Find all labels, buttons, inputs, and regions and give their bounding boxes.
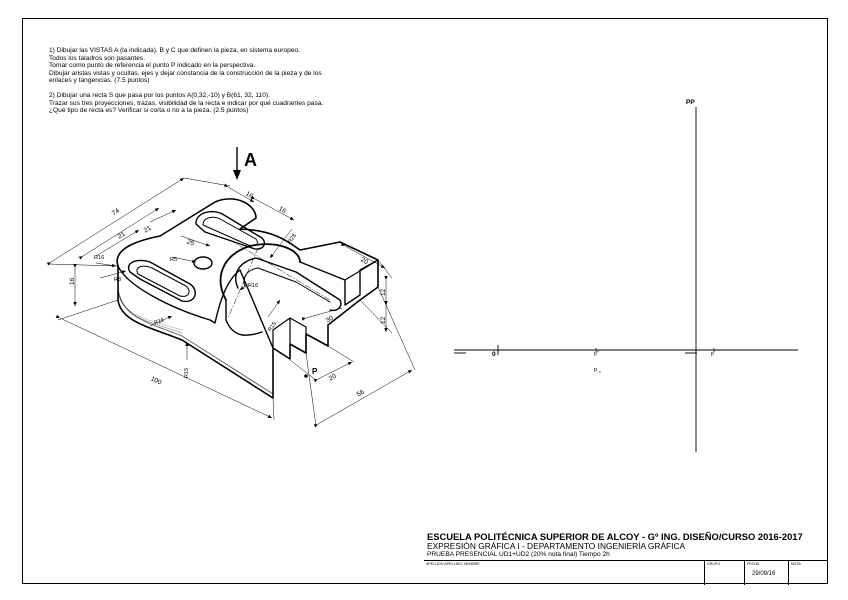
dim-r5: R5 bbox=[170, 257, 177, 263]
dimension-texts: 74 21 21 16 16 25 R28 R16 R8 R5 R16 20 1… bbox=[69, 190, 387, 398]
q1-line-3: Tomar como punto de referencia el punto … bbox=[49, 62, 256, 70]
p-h-label: p'' bbox=[594, 351, 599, 357]
view-a-label: A bbox=[244, 150, 257, 170]
q2-line-3: ¿Qué tipo de recta es? Verificar si cort… bbox=[49, 107, 249, 115]
school-title: ESCUELA POLITÉCNICA SUPERIOR DE ALCOY - … bbox=[427, 531, 803, 542]
dim-56: 56 bbox=[356, 389, 366, 399]
dim-21-a: 21 bbox=[143, 224, 153, 234]
dim-100: 100 bbox=[149, 375, 162, 386]
view-a-indicator: A bbox=[233, 147, 257, 180]
dimension-lines bbox=[46, 177, 416, 428]
boss-r28 bbox=[219, 243, 301, 301]
origin-label: 0 bbox=[492, 351, 496, 358]
dim-r8: R8 bbox=[114, 277, 121, 283]
name-field[interactable]: APELLIDO APELLIDO, NOMBRE bbox=[424, 561, 704, 585]
dim-74: 74 bbox=[111, 207, 121, 217]
subject-title: EXPRESIÓN GRÁFICA I - DEPARTAMENTO INGEN… bbox=[427, 541, 686, 551]
exam-instructions: 1) Dibujar las VISTAS A (la indicada), B… bbox=[49, 47, 323, 115]
dim-20-b: 20 bbox=[328, 373, 338, 383]
p-c-label: p bbox=[594, 367, 597, 373]
dim-r28: R28 bbox=[287, 233, 298, 245]
dim-r16-b: R16 bbox=[248, 283, 258, 289]
q1-line-1: 1) Dibujar las VISTAS A (la indicada), B… bbox=[49, 47, 300, 54]
name-label: APELLIDO APELLIDO, NOMBRE bbox=[426, 562, 480, 566]
dim-16-a: 16 bbox=[244, 190, 254, 200]
q2-line-1: 2) Dibujar una recta S que pasa por los … bbox=[49, 91, 270, 99]
projection-system: PP 0 p'' p' p c bbox=[454, 99, 798, 452]
q1-line-5: enlaces y tangencias. (7.5 puntos) bbox=[49, 77, 150, 85]
dim-16-c: 16 bbox=[69, 277, 76, 285]
dim-12-b: 12 bbox=[380, 316, 387, 324]
p-c-sub: c bbox=[599, 370, 601, 374]
group-field[interactable]: GRUPO bbox=[704, 561, 744, 585]
date-label: FECHA bbox=[747, 562, 760, 566]
point-p-label: P bbox=[312, 367, 318, 376]
drawing-sheet-border bbox=[22, 18, 828, 584]
dim-12-a: 12 bbox=[380, 288, 387, 296]
right-step bbox=[299, 259, 379, 306]
slot-back bbox=[195, 210, 266, 250]
grade-field: NOTA bbox=[788, 561, 828, 585]
reference-point-p: P bbox=[304, 367, 318, 378]
dim-r15-a: R15 bbox=[184, 368, 190, 378]
isometric-piece bbox=[116, 198, 379, 399]
front-notch bbox=[289, 317, 307, 354]
dim-25: 25 bbox=[186, 238, 196, 247]
p-v-label: p' bbox=[711, 351, 715, 357]
hole-r5 bbox=[193, 256, 213, 270]
dim-r16-a: R16 bbox=[94, 255, 104, 261]
dim-30: 30 bbox=[325, 315, 335, 325]
group-label: GRUPO bbox=[707, 562, 721, 566]
q2-line-2: Trazar sus tres proyecciones, trazas, vi… bbox=[49, 99, 324, 107]
piece-left-face bbox=[117, 287, 274, 395]
exam-info: PRUEBA PRESENCIAL UD1+UD2 (20% nota fina… bbox=[427, 551, 610, 558]
dim-r15-b: R15 bbox=[267, 321, 278, 333]
title-block: ESCUELA POLITÉCNICA SUPERIOR DE ALCOY - … bbox=[424, 530, 828, 585]
dim-r16-c: R16 bbox=[153, 317, 165, 326]
pp-label: PP bbox=[686, 99, 695, 106]
q1-line-2: Todos los taladros son pasantes. bbox=[49, 54, 146, 62]
slot-left bbox=[127, 259, 196, 303]
title-block-grid: APELLIDO APELLIDO, NOMBRE GRUPO FECHA 29… bbox=[424, 560, 828, 585]
dim-20-a: 20 bbox=[359, 256, 369, 266]
date-value: 29/09/16 bbox=[752, 571, 776, 577]
piece-top-face bbox=[116, 198, 341, 267]
dim-21-b: 21 bbox=[117, 230, 127, 240]
dim-16-b: 16 bbox=[277, 205, 287, 215]
grade-label: NOTA bbox=[791, 562, 801, 566]
q1-line-4: Dibujar aristas vistas y ocultas, ejes y… bbox=[49, 69, 322, 77]
date-field: FECHA 29/09/16 bbox=[744, 561, 788, 585]
